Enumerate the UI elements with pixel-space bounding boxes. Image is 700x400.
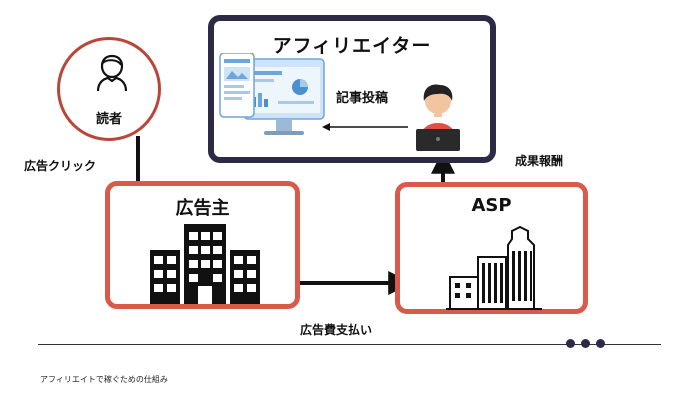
asp-node: ASP [395, 182, 588, 314]
dot-3 [596, 339, 605, 348]
affiliator-node: アフィリエイター 記事投稿 [208, 15, 496, 163]
skyscraper-outline-icon [446, 225, 542, 310]
reader-label: 読者 [95, 112, 122, 127]
dot-2 [581, 339, 590, 348]
person-laptop-icon [416, 84, 460, 151]
advertiser-title: 広告主 [175, 198, 230, 219]
arrow-affiliator-to-monitor [322, 123, 408, 131]
reader-node: 読者 [57, 37, 161, 141]
article-post-label: 記事投稿 [336, 91, 389, 106]
advertiser-node: 広告主 [105, 181, 300, 309]
dots-ornament [566, 339, 605, 348]
caption: アフィリエイトで稼ぐための仕組み [40, 375, 168, 384]
dot-1 [566, 339, 575, 348]
asp-title: ASP [471, 195, 512, 216]
ad-click-label: 広告クリック [24, 159, 97, 173]
affiliator-title: アフィリエイター [272, 35, 432, 57]
ad-fee-label: 広告費支払い [300, 323, 373, 337]
person-outline-icon [96, 54, 128, 92]
reward-label: 成果報酬 [515, 154, 564, 168]
office-building-icon [150, 224, 260, 304]
divider-line [38, 344, 661, 345]
computer-monitor-icon [219, 53, 325, 135]
